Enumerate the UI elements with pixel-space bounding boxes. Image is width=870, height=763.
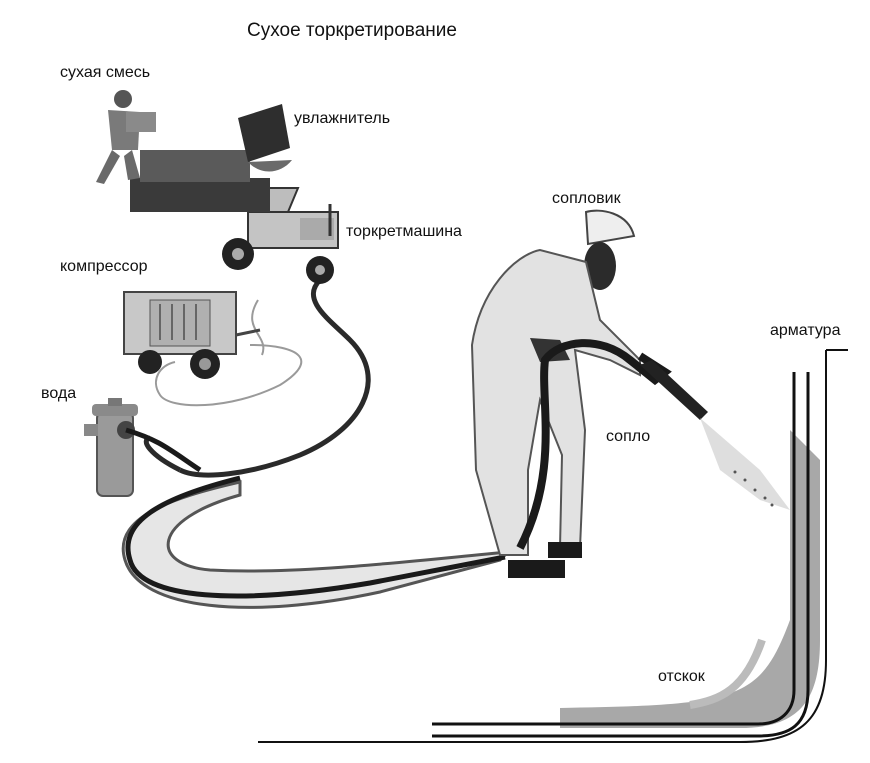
ground-hose	[121, 475, 512, 609]
diagram-title: Сухое торкретирование	[247, 20, 457, 41]
wall-reinforcement	[258, 349, 848, 743]
shotcrete-machine-label: торкретмашина	[346, 223, 462, 240]
nozzle-label: сопло	[606, 428, 651, 445]
nozzleman-label: сопловик	[552, 190, 621, 207]
dry-mix-worker	[96, 90, 156, 184]
spray	[700, 418, 790, 510]
compressor	[123, 291, 261, 379]
nozzleman	[470, 209, 708, 578]
water-label: вода	[41, 385, 77, 402]
hydrant	[84, 398, 202, 497]
humidifier	[130, 104, 292, 212]
rebound-label: отскок	[658, 668, 705, 685]
dry-mix-label: сухая смесь	[60, 64, 151, 81]
reinforcement-label: арматура	[770, 322, 841, 339]
compressor-label: компрессор	[60, 258, 148, 275]
shotcrete-machine	[222, 187, 339, 284]
humidifier-label: увлажнитель	[294, 110, 391, 127]
